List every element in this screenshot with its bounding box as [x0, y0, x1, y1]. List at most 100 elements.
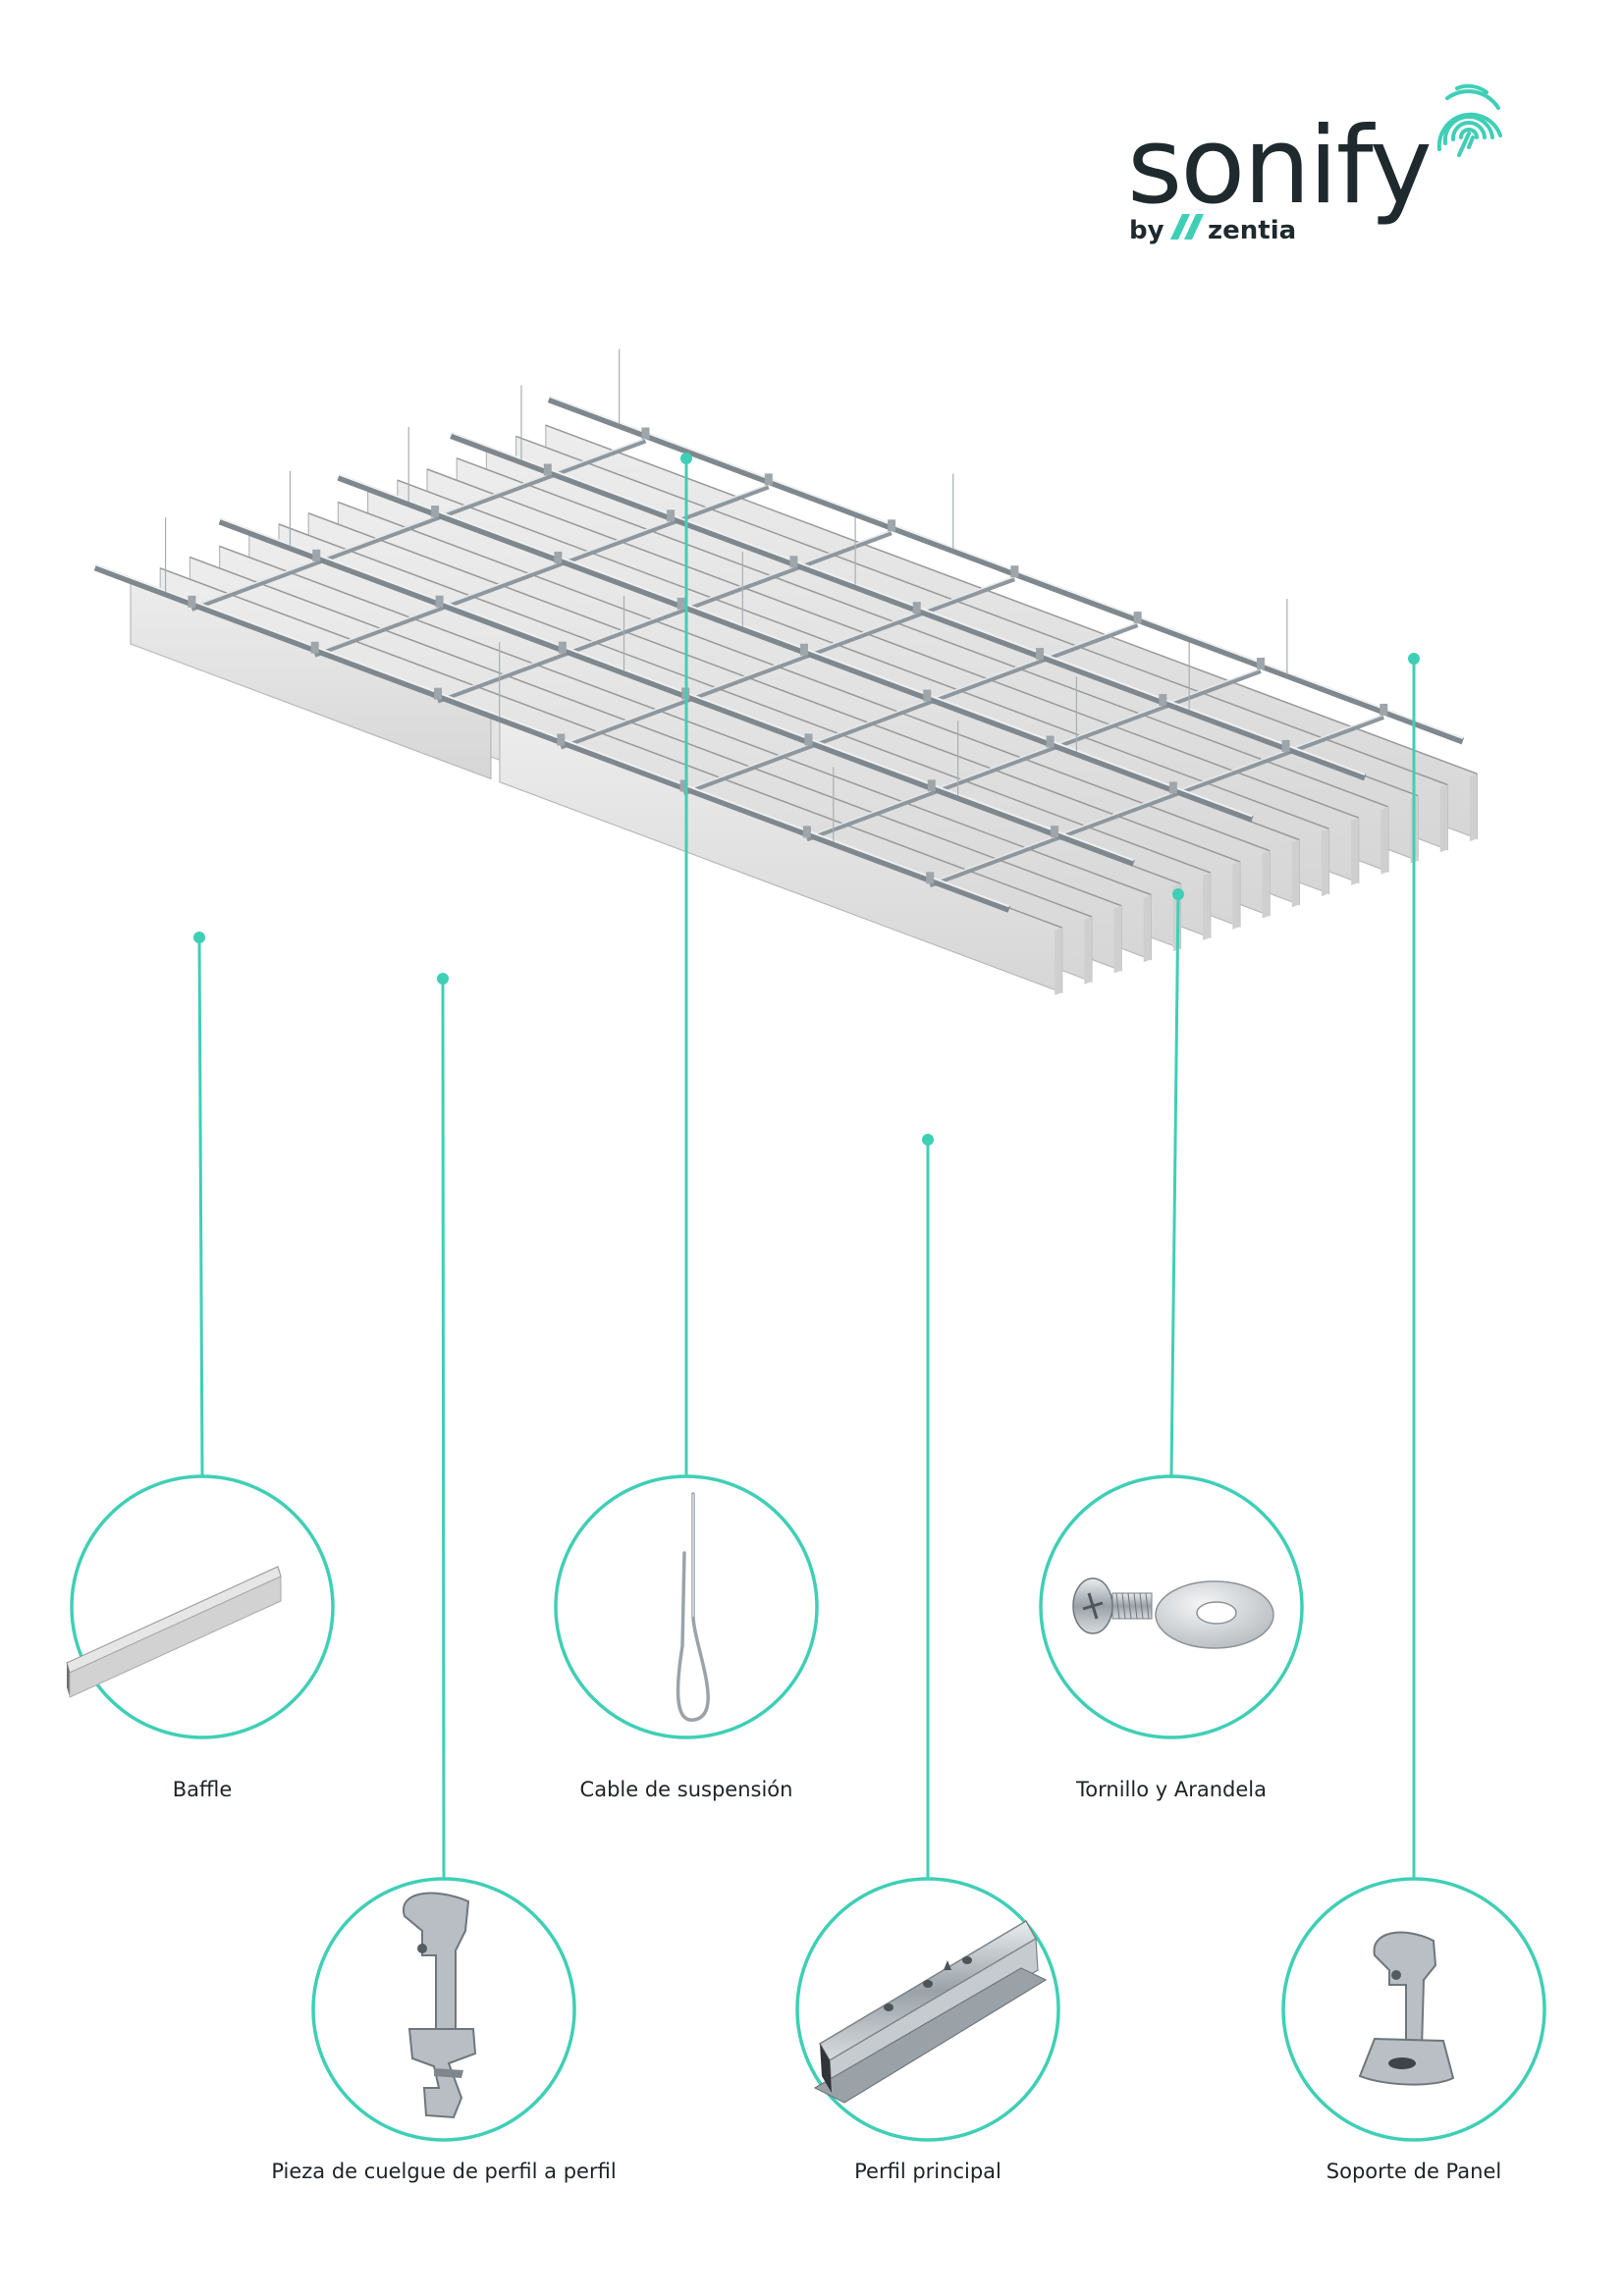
main-profile [450, 432, 1367, 781]
baffle-ceiling-assembly [93, 348, 1479, 995]
main-profile [93, 563, 1011, 913]
baffle-rows [130, 424, 1479, 995]
baffle-end-cap [1055, 928, 1062, 995]
baffle-panel-icon [66, 1566, 282, 1698]
hanger-clip [912, 602, 921, 614]
cross-profile [190, 439, 647, 612]
leader-dot [193, 932, 205, 943]
baffle-top-edge [397, 479, 1329, 830]
callout-6: Soporte de Panel [1281, 653, 1546, 2183]
leader-dot [1408, 653, 1420, 665]
hanger-clip [802, 826, 811, 838]
callout-label: Cable de suspensión [580, 1778, 793, 1801]
baffle-top-edge [456, 457, 1389, 808]
main-profile-highlight [219, 517, 1134, 862]
cross-profile [437, 531, 893, 704]
callout-label: Pieza de cuelgue de perfil a perfil [271, 2160, 616, 2183]
baffle-end-cap [1439, 784, 1448, 853]
baffle-end-cap [1113, 905, 1122, 974]
leader-dot [680, 453, 692, 464]
main-profile-highlight [338, 473, 1253, 818]
component-callouts: Baffle Cable de suspensión Tornillo y Aran… [66, 453, 1546, 2183]
cross-profile-highlight [437, 529, 893, 700]
cross-profile-highlight [191, 437, 646, 608]
baffle-top-edge [545, 424, 1478, 775]
leader-dot [437, 973, 449, 985]
screw-washer-icon [1072, 1577, 1274, 1649]
hanger-clip [1133, 612, 1142, 624]
callout-2: Cable de suspensión [554, 453, 819, 1801]
hanger-clip [804, 733, 813, 746]
brand-logo: sonify by zentia [1127, 83, 1502, 245]
profile-hanger-clip-icon [402, 1892, 477, 2119]
hanger-clip [1010, 565, 1019, 578]
baffle-top-edge [515, 435, 1448, 786]
baffle-end-cap [1380, 806, 1388, 875]
baffle-top-edge [159, 567, 1093, 918]
panel-bracket-icon [1358, 1931, 1455, 2086]
hanger-clip [926, 872, 935, 884]
callout-label: Tornillo y Arandela [1075, 1778, 1267, 1801]
hanger-clip [554, 551, 563, 563]
callout-label: Soporte de Panel [1326, 2160, 1501, 2183]
hanger-clip [888, 519, 896, 532]
baffle-end-cap [1321, 828, 1329, 897]
hanger-clip [927, 779, 936, 792]
hanger-clip [1380, 703, 1388, 716]
cross-profile [682, 623, 1139, 796]
hanger-clip [799, 643, 808, 656]
hanger-clip [1051, 826, 1059, 838]
hanger-clip [543, 463, 552, 476]
main-profile-icon [813, 1919, 1048, 2104]
cross-profile [560, 577, 1016, 750]
hanger-clip [431, 506, 440, 518]
callout-4: Pieza de cuelgue de perfil a perfil [271, 973, 617, 2183]
cross-profile [806, 669, 1262, 842]
baffle-top-edge [426, 468, 1359, 819]
hanger-clip [1281, 739, 1290, 752]
callout-label: Baffle [173, 1778, 233, 1801]
suspension-grid [93, 348, 1465, 913]
hanger-clip [1168, 781, 1177, 794]
baffle-top-edge [307, 512, 1241, 863]
hanger-clip [923, 689, 932, 702]
baffle-end-cap [1232, 861, 1240, 930]
baffle-end-cap [1469, 774, 1478, 842]
baffle-end-cap [1291, 839, 1300, 908]
cross-profile-highlight [683, 621, 1138, 792]
main-profile-highlight [94, 563, 1010, 908]
hanger-clip [764, 473, 773, 486]
hanger-clip [1046, 735, 1055, 748]
cross-profile-highlight [561, 575, 1015, 746]
baffle-end-cap [1351, 818, 1359, 885]
hanger-clip [789, 556, 798, 568]
suspension-cable-icon [676, 1492, 710, 1722]
baffle-top-edge [189, 556, 1122, 907]
hanger-clip [641, 427, 650, 440]
main-profile [218, 517, 1135, 867]
hanger-clip [557, 733, 566, 746]
hanger-clip [434, 687, 443, 700]
main-profile-highlight [548, 395, 1464, 739]
hanger-clip [310, 641, 319, 654]
baffle-end-cap [1143, 894, 1152, 963]
hanger-clip [677, 597, 685, 610]
leader-dot [1172, 888, 1184, 900]
hanger-clip [1256, 658, 1265, 670]
leader-line [441, 978, 446, 1880]
cross-profile-highlight [314, 483, 770, 654]
baffle-end-cap [1084, 916, 1092, 985]
cross-profile-highlight [929, 714, 1384, 883]
callout-1: Baffle [66, 932, 335, 1801]
cross-profile [314, 485, 770, 658]
baffle-end-cap [1262, 850, 1271, 919]
hanger-clip [435, 595, 444, 608]
hanger-clip [1159, 693, 1167, 706]
hanger-clip [188, 595, 196, 608]
leader-dot [922, 1134, 934, 1146]
fingerprint-icon [1436, 83, 1502, 157]
leader-line [197, 936, 204, 1477]
main-profile [547, 396, 1465, 745]
cross-profile-highlight [806, 667, 1262, 838]
